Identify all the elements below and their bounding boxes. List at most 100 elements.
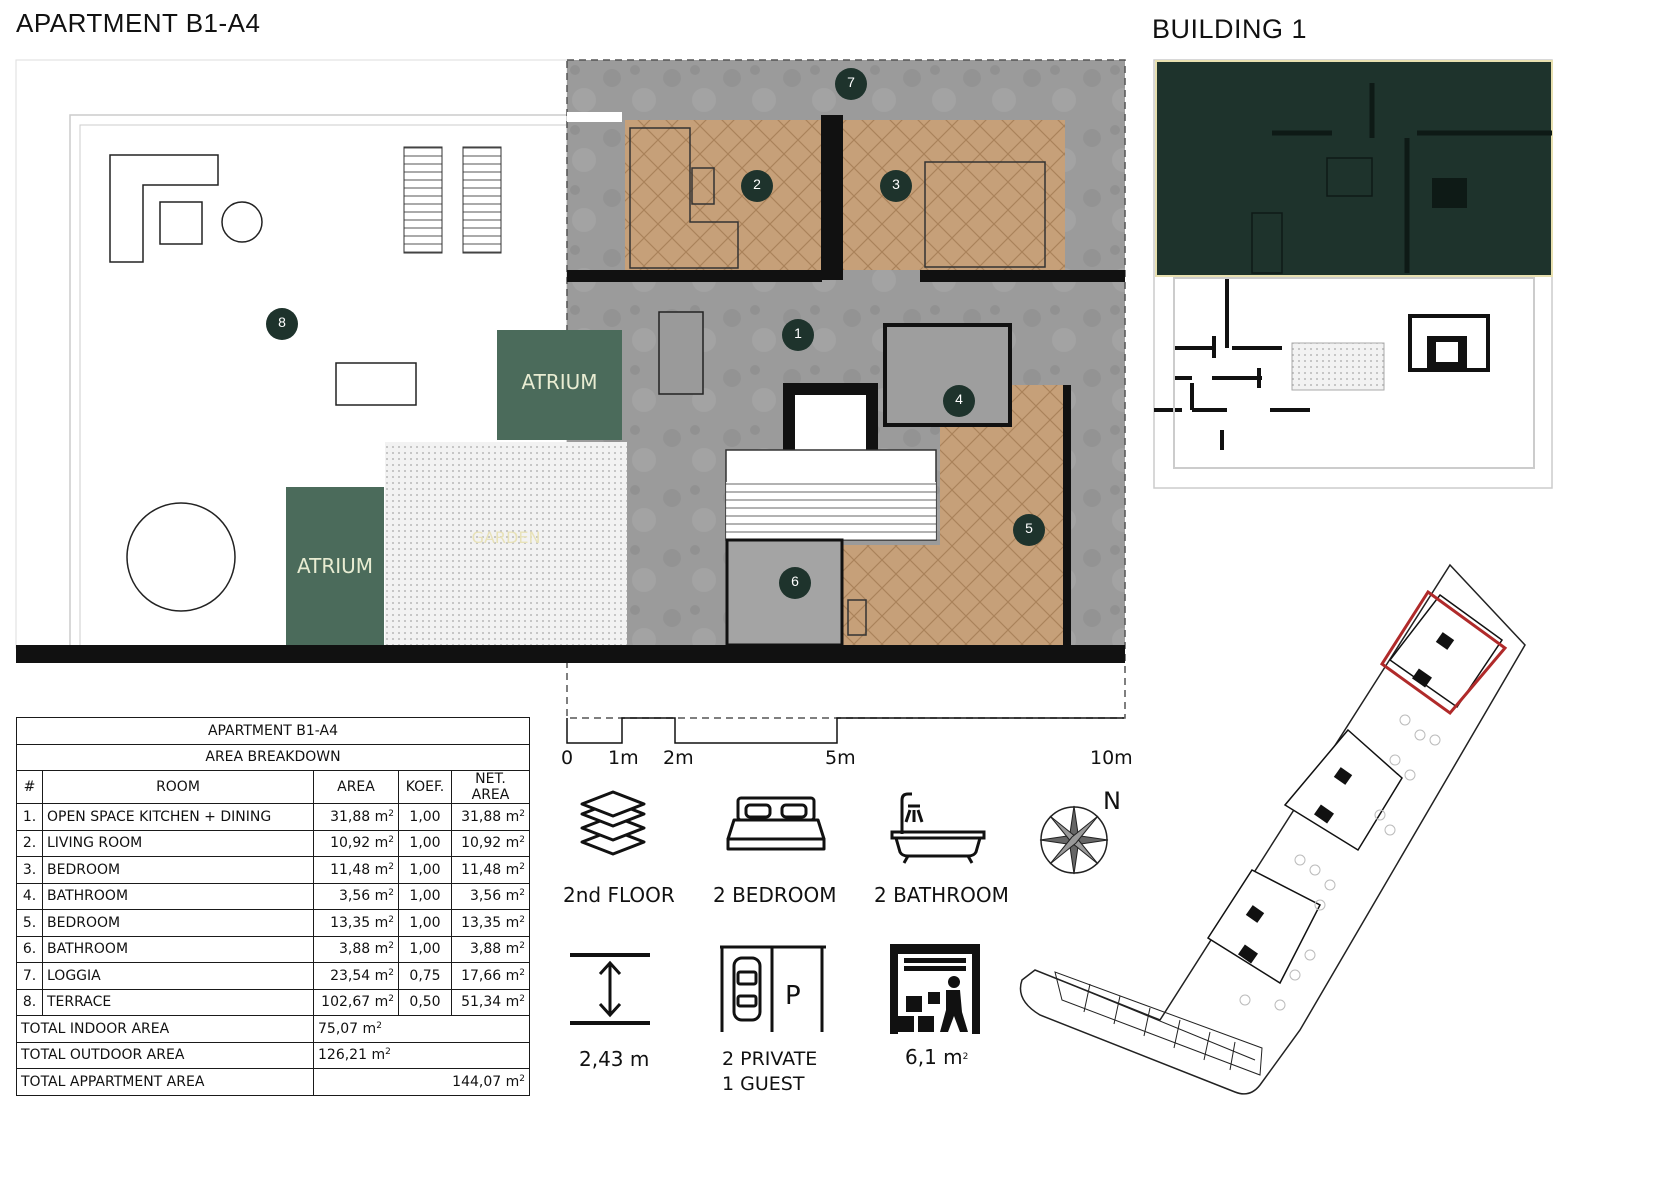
row-number: 1.	[16, 803, 43, 831]
building-title: BUILDING 1	[1152, 14, 1308, 44]
room-koef: 0,50	[398, 988, 452, 1016]
bathtub-icon	[890, 792, 986, 864]
parking-guest: 1 GUEST	[722, 1073, 805, 1095]
ceiling-height-value: 2,43 m	[579, 1047, 650, 1071]
total-value: 126,21 m2	[313, 1041, 530, 1069]
bathroom-count: 2 BATHROOM	[874, 883, 1009, 907]
building-key-plan	[1153, 59, 1553, 489]
floor-label: 2nd FLOOR	[563, 883, 675, 907]
room-area: 13,35 m2	[313, 909, 399, 937]
room-name: BEDROOM	[42, 909, 314, 937]
room-koef: 1,00	[398, 803, 452, 831]
room-net-area: 3,88 m2	[451, 935, 530, 963]
compass-north: N	[1103, 787, 1121, 815]
room-name: TERRACE	[42, 988, 314, 1016]
room-net-area: 10,92 m2	[451, 829, 530, 857]
room-koef: 1,00	[398, 829, 452, 857]
row-number: 3.	[16, 856, 43, 884]
storage-exp: 2	[962, 1052, 969, 1062]
room-area: 10,92 m2	[313, 829, 399, 857]
scale-label-5m: 5m	[825, 747, 856, 769]
site-plan	[1019, 563, 1526, 1095]
room-net-area: 13,35 m2	[451, 909, 530, 937]
total-label: TOTAL INDOOR AREA	[16, 1015, 314, 1043]
row-number: 4.	[16, 882, 43, 910]
table-header-row: # ROOM AREA KOEF. NET. AREA	[16, 770, 530, 804]
scale-label-2m: 2m	[663, 747, 694, 769]
room-area: 3,56 m2	[313, 882, 399, 910]
room-marker-7: 7	[847, 74, 855, 90]
ceiling-height-icon	[570, 953, 650, 1025]
row-number: 6.	[16, 935, 43, 963]
room-marker-6: 6	[791, 573, 799, 589]
scale-label-0: 0	[561, 747, 574, 769]
room-koef: 0,75	[398, 962, 452, 990]
row-number: 5.	[16, 909, 43, 937]
room-marker-1: 1	[794, 325, 802, 341]
room-name: BATHROOM	[42, 935, 314, 963]
column-header: KOEF.	[398, 770, 452, 804]
room-koef: 1,00	[398, 882, 452, 910]
table-title: APARTMENT B1-A4	[16, 717, 530, 745]
column-header: ROOM	[42, 770, 314, 804]
storage-area: 6,1 m2	[905, 1045, 968, 1069]
garden-label: GARDEN	[471, 528, 541, 547]
column-header: AREA	[313, 770, 399, 804]
room-net-area: 31,88 m2	[451, 803, 530, 831]
room-area: 31,88 m2	[313, 803, 399, 831]
room-name: LOGGIA	[42, 962, 314, 990]
row-number: 7.	[16, 962, 43, 990]
room-marker-5: 5	[1025, 520, 1033, 536]
column-header: NET. AREA	[451, 770, 530, 804]
bedroom-count: 2 BEDROOM	[713, 883, 837, 907]
area-breakdown-table: APARTMENT B1-A4 AREA BREAKDOWN # ROOM AR…	[16, 717, 530, 1096]
atrium-label: ATRIUM	[521, 370, 598, 394]
room-marker-3: 3	[892, 176, 900, 192]
total-value: 75,07 m2	[313, 1015, 530, 1043]
total-label: TOTAL OUTDOOR AREA	[16, 1041, 314, 1069]
room-marker-8: 8	[278, 314, 286, 330]
room-net-area: 17,66 m2	[451, 962, 530, 990]
room-net-area: 11,48 m2	[451, 856, 530, 884]
room-koef: 1,00	[398, 909, 452, 937]
parking-sign: P	[785, 981, 801, 1011]
compass-icon	[1039, 805, 1109, 875]
page-title: APARTMENT B1-A4	[16, 8, 261, 38]
table-subtitle: AREA BREAKDOWN	[16, 743, 530, 771]
atrium-label: ATRIUM	[296, 554, 374, 578]
room-area: 23,54 m2	[313, 962, 399, 990]
bed-icon	[726, 796, 826, 851]
scale-label-1m: 1m	[608, 747, 639, 769]
room-marker-4: 4	[955, 391, 963, 407]
room-name: LIVING ROOM	[42, 829, 314, 857]
parking-private: 2 PRIVATE	[722, 1048, 818, 1070]
room-area: 11,48 m2	[313, 856, 399, 884]
room-net-area: 3,56 m2	[451, 882, 530, 910]
room-name: OPEN SPACE KITCHEN + DINING	[42, 803, 314, 831]
total-label: TOTAL APPARTMENT AREA	[16, 1068, 314, 1096]
parking-info: 2 PRIVATE 1 GUEST	[722, 1047, 817, 1097]
layers-icon	[580, 790, 646, 856]
room-koef: 1,00	[398, 935, 452, 963]
room-name: BEDROOM	[42, 856, 314, 884]
room-name: BATHROOM	[42, 882, 314, 910]
row-number: 8.	[16, 988, 43, 1016]
total-value: 144,07 m2	[313, 1068, 530, 1096]
column-header: #	[16, 770, 43, 804]
parking-icon	[720, 945, 826, 1032]
room-area: 102,67 m2	[313, 988, 399, 1016]
room-koef: 1,00	[398, 856, 452, 884]
storage-icon	[890, 944, 980, 1034]
scale-label-10m: 10m	[1090, 747, 1133, 769]
